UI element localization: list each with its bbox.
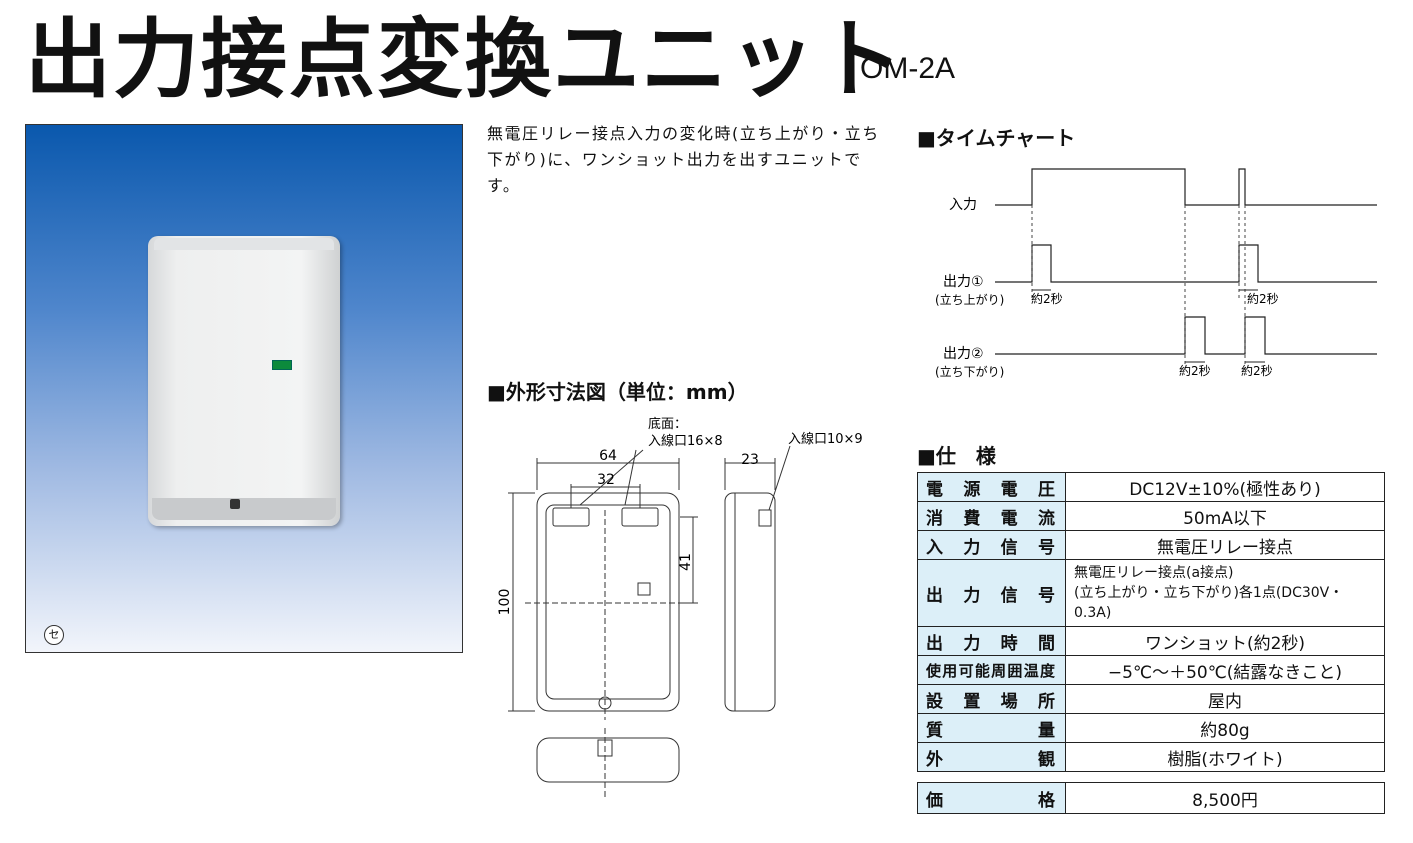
duration-label-2: 約2秒 [1247, 291, 1279, 306]
spec-value: ワンショット(約2秒) [1065, 626, 1385, 656]
front-outline [536, 492, 680, 712]
dimension-drawing: 底面： 入線口16×8 入線口10×9 64 32 23 41 100 [497, 416, 863, 800]
time-chart: 入力 出力① (立ち上がり) 出力② (立ち下がり) 約2秒 約2秒 約2秒 約… [935, 168, 1377, 379]
bottom-note-1: 底面： [648, 416, 687, 432]
spec-value-line2: (立ち上がり・立ち下がり)各1点(DC30V・0.3A) [1074, 585, 1344, 621]
side-note: 入線口10×9 [788, 431, 863, 447]
front-inner [545, 504, 671, 700]
spec-row: 出力時間 ワンショット(約2秒) [917, 626, 1385, 656]
device-top [154, 238, 334, 250]
spec-row: 出力信号 無電圧リレー接点(a接点) (立ち上がり・立ち下がり)各1点(DC30… [917, 559, 1385, 627]
product-photo: セ [25, 124, 463, 653]
spec-key: 設置場所 [917, 684, 1066, 714]
price-row: 価格 8,500円 [917, 782, 1385, 814]
spec-row: 入力信号 無電圧リレー接点 [917, 530, 1385, 560]
spec-value: 屋内 [1065, 684, 1385, 714]
spec-key: 出力信号 [917, 559, 1066, 627]
spec-key: 消費電流 [917, 501, 1066, 531]
duration-label-1: 約2秒 [1031, 291, 1063, 306]
front-led [637, 582, 651, 596]
spec-value: 樹脂(ホワイト) [1065, 742, 1385, 772]
output1-signal [995, 244, 1377, 283]
spec-value: 無電圧リレー接点 [1065, 530, 1385, 560]
duration-label-4: 約2秒 [1241, 363, 1273, 378]
price-key: 価格 [917, 782, 1066, 814]
spec-value: 50mA以下 [1065, 501, 1385, 531]
dimensions-heading: ■外形寸法図（単位：mm） [487, 380, 748, 404]
device-led [272, 360, 292, 370]
spec-value: 約80g [1065, 713, 1385, 743]
model-number: OM-2A [860, 52, 956, 85]
device-bottom [152, 498, 336, 520]
bottom-note-2: 入線口16×8 [648, 433, 723, 449]
spec-value-line1: 無電圧リレー接点(a接点) [1074, 565, 1234, 581]
spec-row: 消費電流 50mA以下 [917, 501, 1385, 531]
bottom-outline [536, 737, 680, 783]
spec-value: 無電圧リレー接点(a接点) (立ち上がり・立ち下がり)各1点(DC30V・0.3… [1065, 559, 1385, 627]
output2-sub: (立ち下がり) [935, 364, 1004, 379]
timechart-heading: ■タイムチャート [917, 126, 1076, 150]
page-title: 出力接点変換ユニット [25, 10, 905, 110]
spec-value: −5℃～＋50℃(結露なきこと) [1065, 655, 1385, 685]
dim-w64: 64 [599, 448, 617, 464]
dim-d23: 23 [741, 452, 759, 468]
photo-mark: セ [44, 625, 64, 645]
inlet-left [552, 507, 590, 527]
side-outline [724, 492, 776, 712]
spec-key: 入力信号 [917, 530, 1066, 560]
spec-value: DC12V±10%(極性あり) [1065, 472, 1385, 502]
price-value: 8,500円 [1065, 782, 1385, 814]
price-table: 価格 8,500円 [917, 782, 1385, 814]
spec-row: 電源電圧 DC12V±10%(極性あり) [917, 472, 1385, 502]
input-signal [995, 168, 1377, 206]
inlet-right [621, 507, 659, 527]
duration-label-3: 約2秒 [1179, 363, 1211, 378]
description: 無電圧リレー接点入力の変化時(立ち上がり・立ち下がり)に、ワンショット出力を出す… [487, 124, 880, 195]
spec-key: 使用可能周囲温度 [917, 655, 1066, 685]
spec-table: 電源電圧 DC12V±10%(極性あり) 消費電流 50mA以下 入力信号 無電… [917, 472, 1385, 772]
device-screw [230, 499, 240, 509]
spec-key: 外観 [917, 742, 1066, 772]
spec-row: 外観 樹脂(ホワイト) [917, 742, 1385, 772]
dim-w32: 32 [597, 472, 615, 488]
spec-row: 質量 約80g [917, 713, 1385, 743]
spec-row: 設置場所 屋内 [917, 684, 1385, 714]
spec-key: 電源電圧 [917, 472, 1066, 502]
dim-h100: 100 [497, 589, 513, 616]
input-label: 入力 [949, 197, 977, 213]
output1-label: 出力① [943, 274, 984, 290]
spec-heading: ■仕 様 [917, 444, 996, 468]
side-inlet [758, 509, 772, 527]
dim-h41: 41 [678, 553, 694, 571]
spec-key: 出力時間 [917, 626, 1066, 656]
output2-label: 出力② [943, 346, 984, 362]
device-image [148, 236, 340, 526]
output1-sub: (立ち上がり) [935, 292, 1004, 307]
spec-key: 質量 [917, 713, 1066, 743]
output2-signal [995, 316, 1377, 355]
spec-row: 使用可能周囲温度 −5℃～＋50℃(結露なきこと) [917, 655, 1385, 685]
